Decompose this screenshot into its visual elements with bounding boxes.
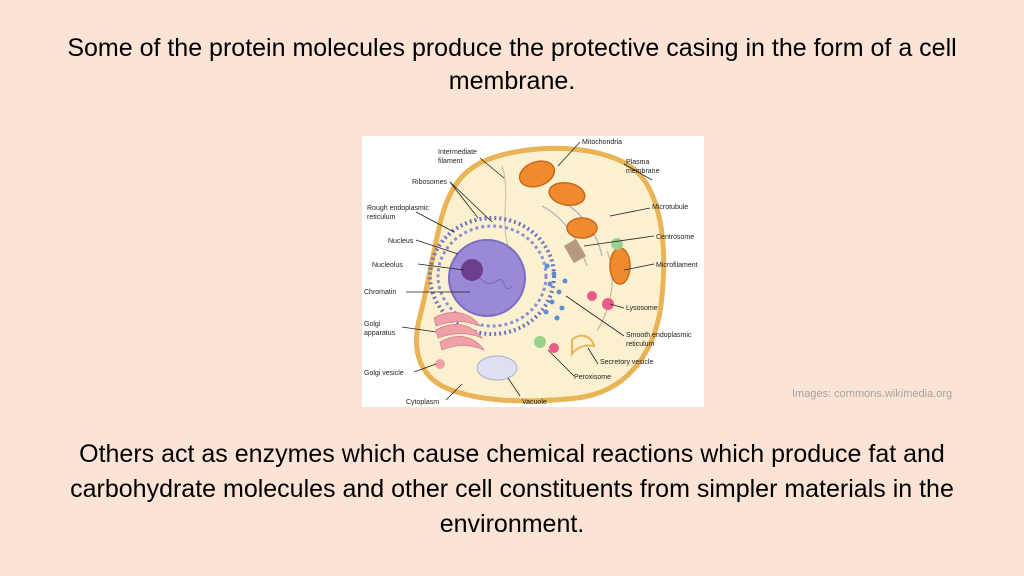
label-nucleolus: Nucleolus [372, 262, 403, 269]
mitochondria-shapes [518, 160, 631, 285]
secretory-vesicle-shape [571, 334, 596, 358]
rough-er-mid [436, 224, 548, 328]
plasma-membrane [414, 145, 667, 404]
label-mitochondria: Mitochondria [582, 139, 622, 146]
label-intermediate-filament-line1: Intermediate [438, 149, 477, 156]
lysosome-shape-2 [587, 291, 597, 301]
label-plasma-membrane-line2: membrane [626, 168, 660, 175]
label-peroxisome: Peroxisome [574, 374, 611, 381]
microfilament-shape [596, 250, 613, 332]
smooth-er-dots [543, 263, 568, 321]
nucleus-shape [448, 239, 526, 317]
slide-heading: Some of the protein molecules produce th… [67, 34, 957, 95]
label-golgi-vesicle: Golgi vesicle [364, 370, 404, 377]
label-microtubule: Microtubule [652, 204, 688, 211]
cell-diagram-svg: Intermediate filament Ribosomes Rough en… [364, 139, 698, 406]
animal-cell-diagram: Intermediate filament Ribosomes Rough en… [362, 136, 704, 407]
slide-body-text: Others act as enzymes which cause chemic… [70, 440, 954, 538]
label-golgi-line2: apparatus [364, 330, 396, 337]
peroxisome-shape [534, 336, 546, 348]
peroxisome-shape-2 [549, 343, 559, 353]
label-intermediate-filament-line2: filament [438, 158, 463, 165]
label-microfilament: Microfilament [656, 262, 698, 269]
label-ribosomes: Ribosomes [412, 179, 448, 186]
label-vacuole: Vacuole [522, 399, 547, 406]
golgi-vesicle-shape [435, 359, 445, 369]
nucleolus-shape [461, 259, 483, 281]
label-cytoplasm: Cytoplasm [406, 399, 439, 406]
label-plasma-membrane-line1: Plasma [626, 159, 649, 166]
lysosome-shape [602, 298, 614, 310]
centrosome-shape [563, 238, 587, 264]
leader-lines [401, 141, 655, 401]
label-rough-er-line2: reticulum [367, 214, 396, 221]
golgi-shape [433, 312, 486, 351]
label-rough-er-line1: Rough endoplasmic [367, 205, 429, 212]
label-smooth-er-line2: reticulum [626, 341, 655, 348]
label-lysosome: Lysosome [626, 305, 658, 312]
label-smooth-er-line1: Smooth endoplasmic [626, 332, 692, 339]
label-golgi-line1: Golgi [364, 321, 381, 328]
vacuole-shape [476, 355, 518, 381]
label-centrosome: Centrosome [656, 234, 694, 241]
label-chromatin: Chromatin [364, 289, 396, 296]
label-nucleus: Nucleus [388, 238, 414, 245]
label-secretory-vesicle: Secretory vesicle [600, 359, 653, 366]
centrosome-vesicle [611, 238, 623, 250]
image-credit: Images: commons.wikimedia.org [792, 388, 953, 400]
